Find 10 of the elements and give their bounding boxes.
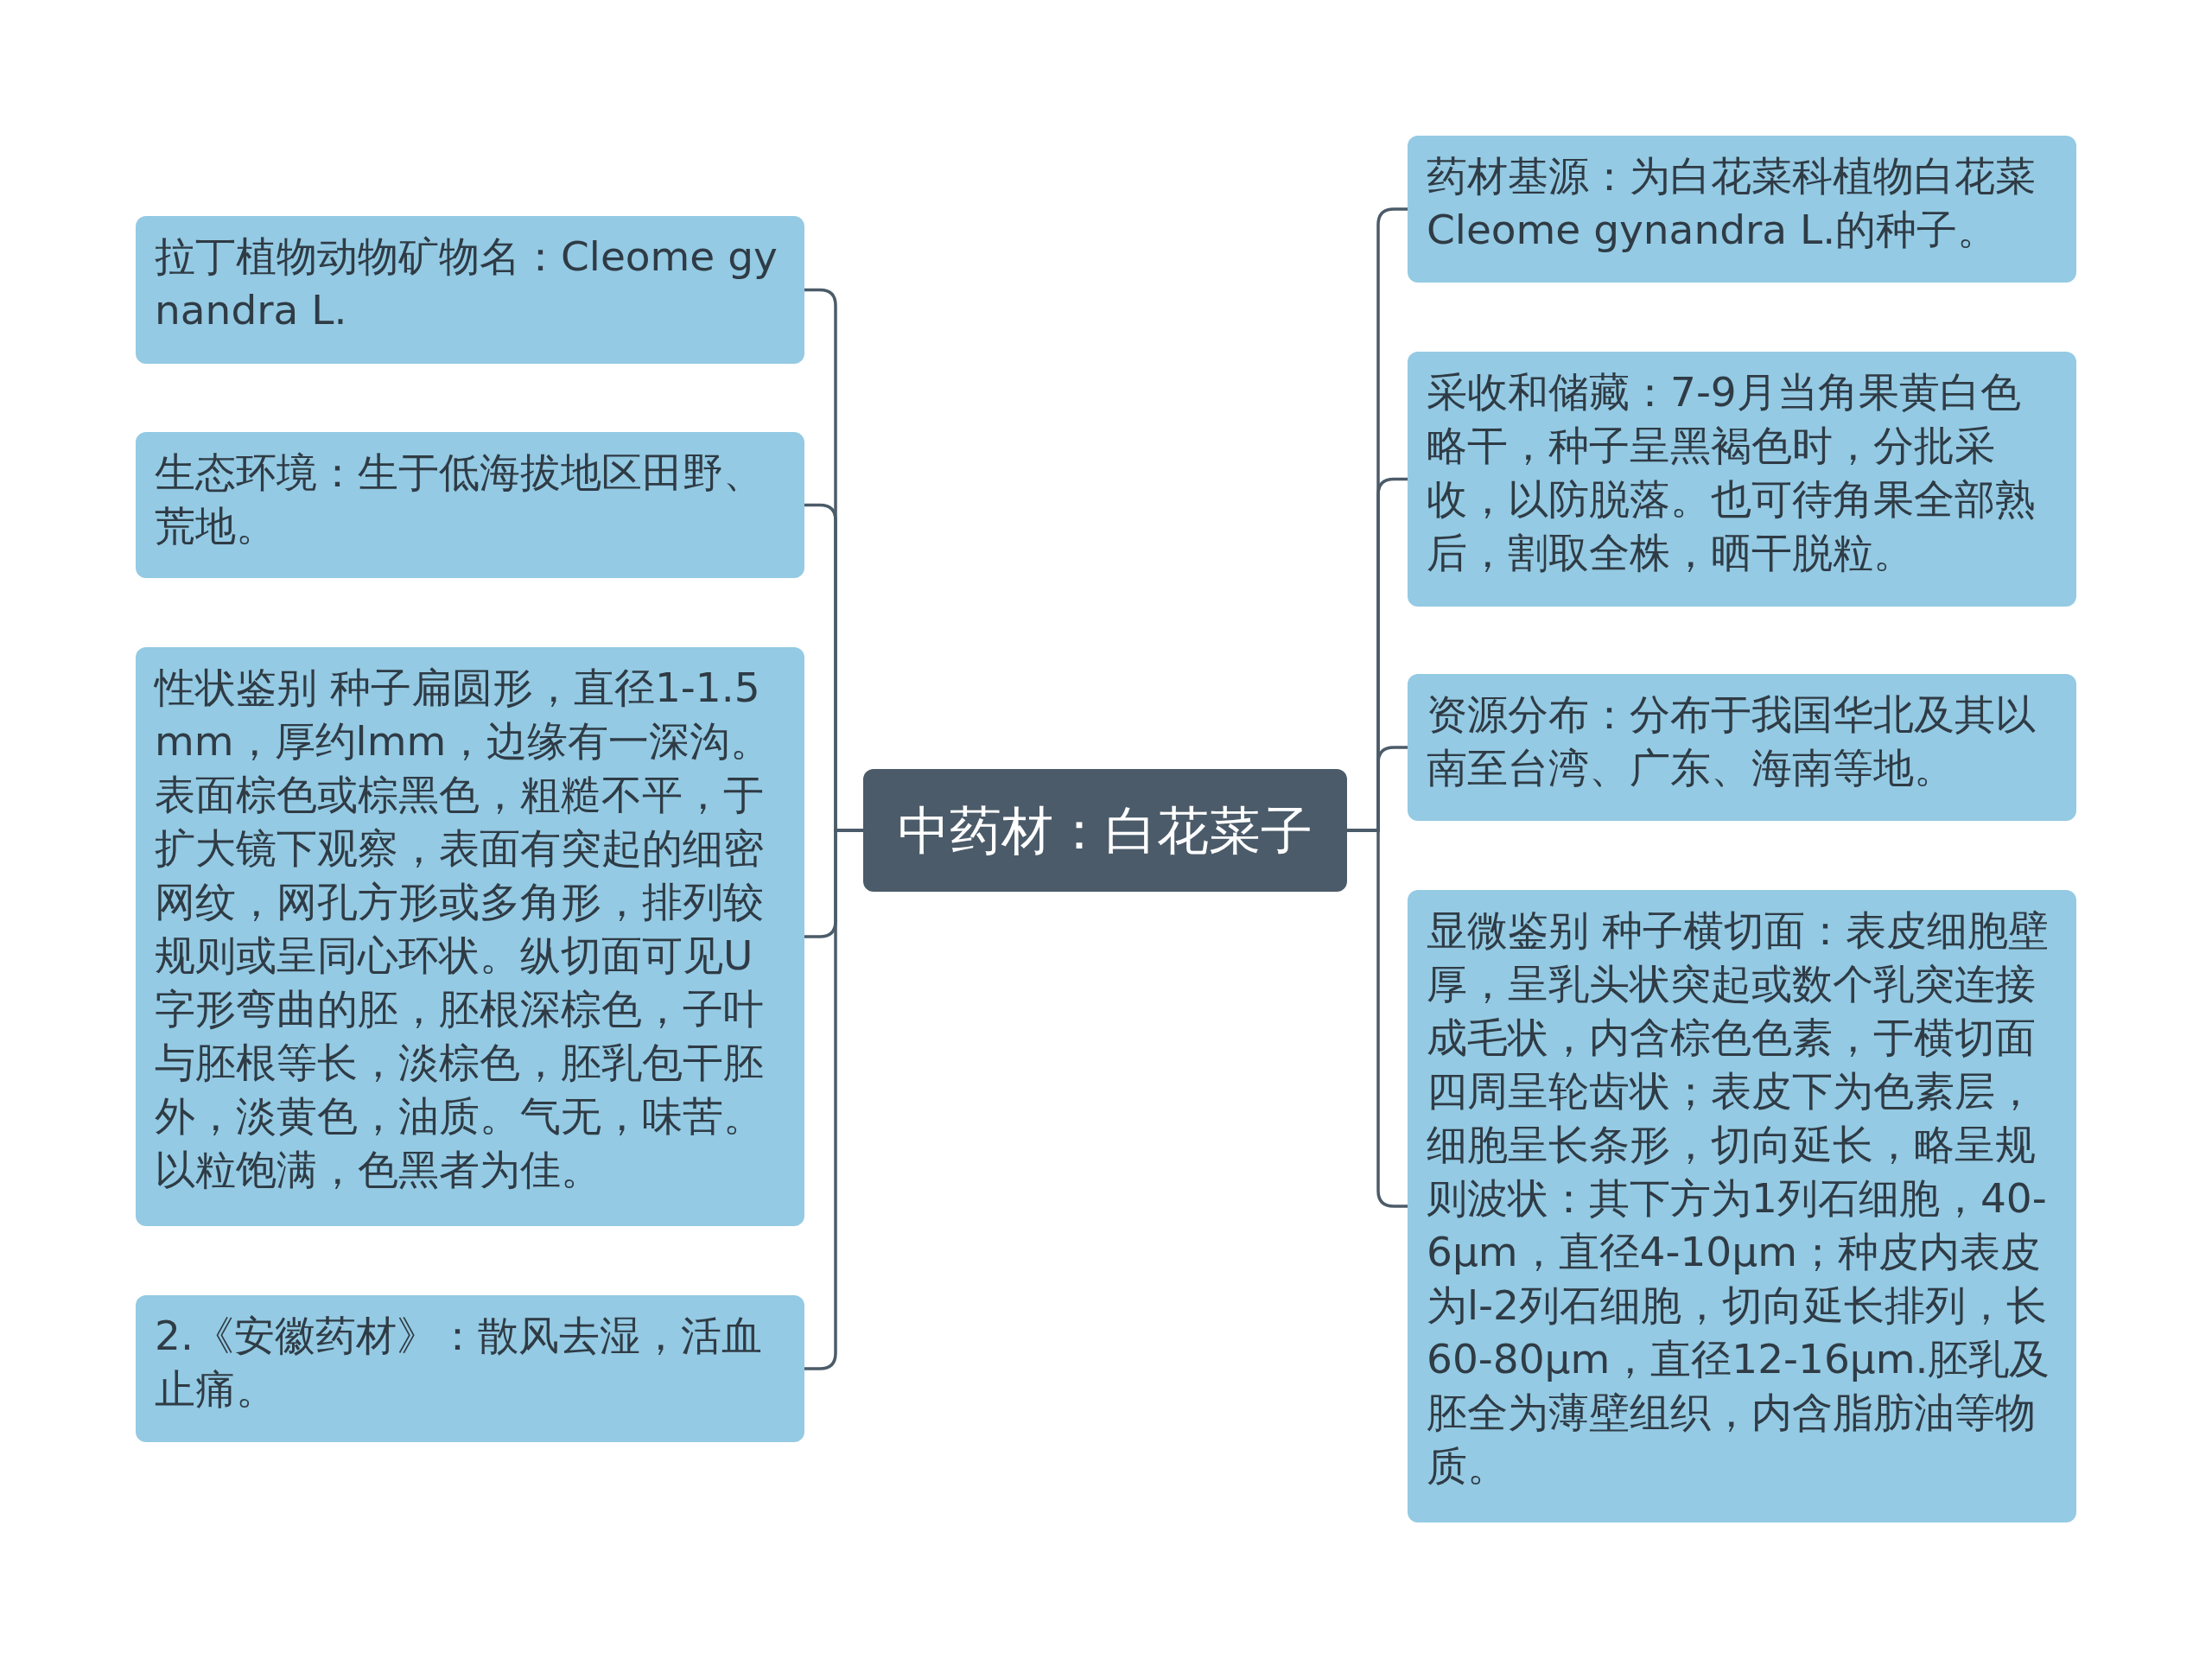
central-topic-box: 中药材：白花菜子	[863, 769, 1347, 892]
topic-box: 采收和储藏：7-9月当角果黄白色略干，种子呈黑褐色时，分批采收，以防脱落。也可待角果全部熟后，割取全株，晒干脱粒。	[1408, 352, 2076, 607]
topic-box: 资源分布：分布于我国华北及其以南至台湾、广东、海南等地。	[1408, 674, 2076, 821]
topic-box: 拉丁植物动物矿物名：Cleome gynandra L.	[136, 216, 804, 364]
topic-box: 性状鉴别 种子扁圆形，直径1-1.5mm，厚约lmm，边缘有一深沟。表面棕色或棕黑色，粗糙不平，于扩大镜下观察，表面有突起的细密网纹，网孔方形或多角形，排列较规则或呈同心环状。纵切面可见U字形弯曲的胚，胚根深棕色，子叶与胚根等长，淡棕色，胚乳包干胚外，淡黄色，油质。气无，味苦。以粒饱满，色黑者为佳。	[136, 647, 804, 1226]
topic-box: 2.《安徽药材》：散风去湿，活血止痛。	[136, 1295, 804, 1442]
topic-box: 药材基源：为白花菜科植物白花菜Cleome gynandra L.的种子。	[1408, 136, 2076, 283]
topic-box: 显微鉴别 种子横切面：表皮细胞壁厚，呈乳头状突起或数个乳突连接成毛状，内含棕色色素，于横切面四周呈轮齿状；表皮下为色素层，细胞呈长条形，切向延长，略呈规则波状：其下方为1列石细胞，40-6μm，直径4-10μm；种皮内表皮为l-2列石细胞，切向延长排列，长60-80μm，直径12-16μm.胚乳及胚全为薄壁组织，内含脂肪油等物质。	[1408, 890, 2076, 1522]
connector-line	[1347, 829, 1408, 1208]
topic-box: 生态环境：生于低海拔地区田野、荒地。	[136, 432, 804, 578]
